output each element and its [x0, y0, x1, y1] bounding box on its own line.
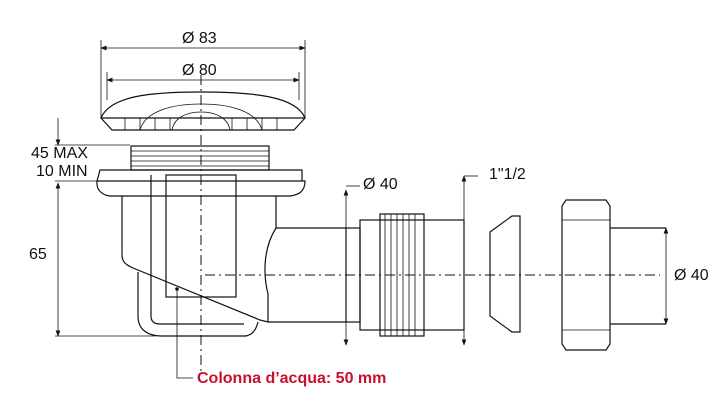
connector-diameter-label: Ø 40 [674, 267, 709, 284]
cone-washer [489, 215, 521, 333]
adjust-max-label: 45 MAX [31, 145, 88, 162]
height-dimensions [55, 118, 155, 337]
outlet-connector [343, 175, 478, 346]
water-seal-leader [176, 289, 193, 379]
water-seal-annotation: Colonna d’acqua: 50 mm [197, 370, 387, 387]
drain-cap [100, 91, 306, 131]
outlet-diameter-label: Ø 40 [363, 176, 398, 193]
trap-body [121, 174, 346, 337]
threaded-collar [130, 145, 270, 171]
cap-outer-diameter-label: Ø 83 [182, 30, 217, 47]
adjust-min-label: 10 MIN [36, 163, 88, 180]
thread-size-label: 1"1/2 [489, 166, 526, 183]
flange [96, 169, 306, 197]
cap-diameter-dimensions [100, 40, 306, 118]
compression-nut [561, 199, 669, 351]
body-height-label: 65 [29, 246, 47, 263]
cap-inner-diameter-label: Ø 80 [182, 62, 217, 79]
